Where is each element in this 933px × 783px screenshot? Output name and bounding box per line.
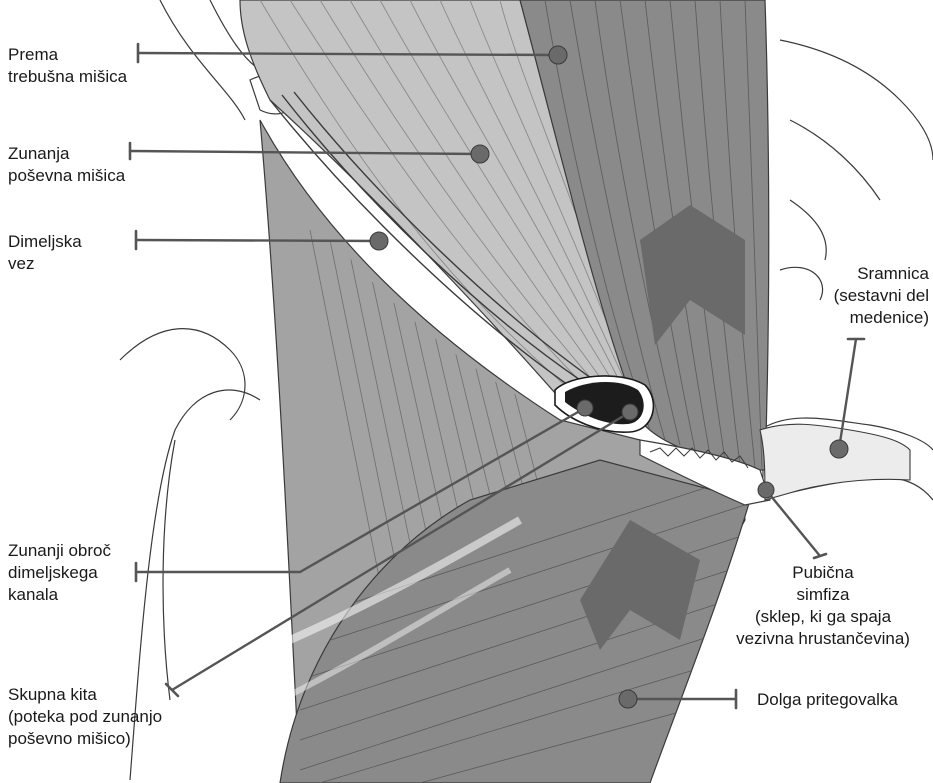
label-rectus-abdominis: Prema trebušna mišica [8, 44, 127, 88]
label-pubis: Sramnica (sestavni del medenice) [834, 263, 929, 329]
label-inguinal-ligament: Dimeljska vez [8, 231, 82, 275]
label-adductor-longus: Dolga pritegovalka [757, 689, 898, 711]
label-pubic-symphysis: Pubična simfiza (sklep, ki ga spaja vezi… [718, 562, 928, 650]
label-superficial-ring: Zunanji obroč dimeljskega kanala [8, 540, 111, 606]
label-conjoint-tendon: Skupna kita (poteka pod zunanjo poševno … [8, 684, 162, 750]
label-external-oblique: Zunanja poševna mišica [8, 143, 125, 187]
